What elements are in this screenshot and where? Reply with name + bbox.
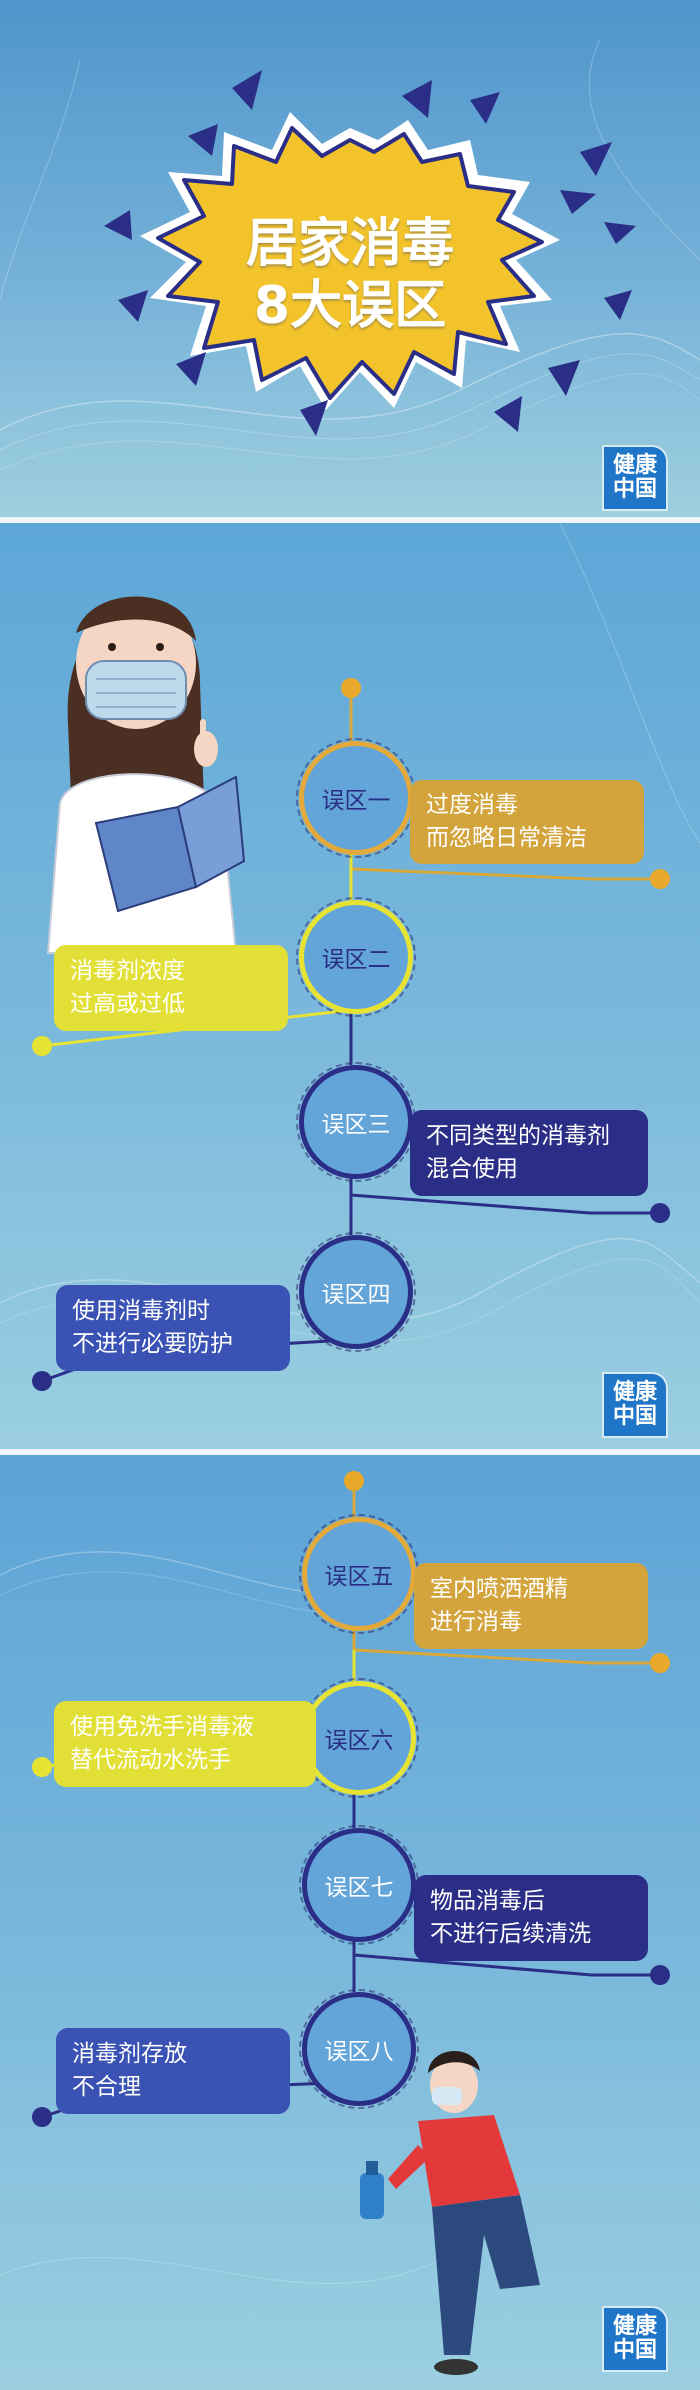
myth-3-text-line2: 混合使用 bbox=[426, 1156, 518, 1182]
nurse-illustration bbox=[46, 596, 246, 954]
myth-2-card: 消毒剂浓度 过高或过低 bbox=[54, 945, 288, 1031]
myth-4-card: 使用消毒剂时 不进行必要防护 bbox=[56, 1285, 290, 1371]
myth-8-text-line1: 消毒剂存放 bbox=[72, 2041, 187, 2067]
brand-logo-line1: 健康 bbox=[612, 1380, 657, 1405]
brand-logo: 健康 中国 bbox=[604, 447, 666, 509]
myth-2-node: 误区二 bbox=[296, 897, 416, 1017]
myth-1-text-line1: 过度消毒 bbox=[426, 792, 518, 818]
brand-logo-line2: 中国 bbox=[612, 2338, 657, 2363]
myth-6-text-line1: 使用免洗手消毒液 bbox=[70, 1714, 254, 1740]
myth-2-text-line2: 过高或过低 bbox=[70, 991, 185, 1017]
myth-1-node: 误区一 bbox=[296, 738, 416, 858]
myth-7-node: 误区七 bbox=[299, 1825, 419, 1945]
timeline-2-graphics bbox=[0, 1471, 670, 2375]
myth-5-text-line2: 进行消毒 bbox=[430, 1609, 522, 1635]
myth-7-text-line2: 不进行后续清洗 bbox=[430, 1921, 591, 1947]
timeline-1-graphics bbox=[0, 523, 700, 1391]
brand-logo-line1: 健康 bbox=[612, 453, 657, 478]
myth-3-card: 不同类型的消毒剂 混合使用 bbox=[410, 1110, 648, 1196]
myth-8-card: 消毒剂存放 不合理 bbox=[56, 2028, 290, 2114]
myth-2-label: 误区二 bbox=[321, 947, 391, 973]
myth-6-text-line2: 替代流动水洗手 bbox=[70, 1747, 231, 1773]
myth-5-card: 室内喷洒酒精 进行消毒 bbox=[414, 1563, 648, 1649]
brand-logo-line1: 健康 bbox=[612, 2314, 657, 2339]
myth-6-label: 误区六 bbox=[324, 1728, 394, 1754]
banner-panel: 居家消毒 8大误区 健康 中国 bbox=[0, 0, 700, 523]
myth-5-label: 误区五 bbox=[324, 1564, 394, 1590]
myth-1-text-line2: 而忽略日常清洁 bbox=[426, 825, 587, 851]
myth-8-label: 误区八 bbox=[324, 2039, 394, 2065]
panel-separator bbox=[0, 517, 700, 523]
banner-title-line2: 8大误区 bbox=[253, 276, 447, 336]
myth-4-node: 误区四 bbox=[296, 1232, 416, 1352]
myths-panel-1: 误区一 误区二 误区三 误区四 过度消毒 而忽略日常清洁 消毒剂浓度 过高或过低… bbox=[0, 523, 700, 1455]
myth-5-node: 误区五 bbox=[299, 1514, 419, 1634]
myth-8-node: 误区八 bbox=[299, 1989, 419, 2109]
myth-4-text-line2: 不进行必要防护 bbox=[72, 1331, 233, 1357]
myth-3-label: 误区三 bbox=[321, 1112, 391, 1138]
myth-1-label: 误区一 bbox=[321, 788, 391, 814]
brand-logo-line2: 中国 bbox=[612, 477, 657, 502]
myth-4-label: 误区四 bbox=[321, 1282, 391, 1308]
myth-6-card: 使用免洗手消毒液 替代流动水洗手 bbox=[54, 1701, 316, 1787]
brand-logo: 健康 中国 bbox=[604, 1374, 666, 1436]
person-illustration bbox=[360, 2050, 540, 2375]
banner-decoration bbox=[0, 39, 700, 471]
myths-panel-2: 误区五 误区六 误区七 误区八 室内喷洒酒精 进行消毒 使用免洗手消毒液 替代流… bbox=[0, 1455, 700, 2390]
brand-logo-line2: 中国 bbox=[612, 1404, 657, 1429]
myth-8-text-line2: 不合理 bbox=[72, 2074, 141, 2100]
myth-7-label: 误区七 bbox=[324, 1875, 394, 1901]
myth-5-text-line1: 室内喷洒酒精 bbox=[430, 1576, 568, 1602]
myth-1-card: 过度消毒 而忽略日常清洁 bbox=[410, 780, 644, 864]
myth-7-text-line1: 物品消毒后 bbox=[430, 1888, 545, 1914]
myth-7-card: 物品消毒后 不进行后续清洗 bbox=[414, 1875, 648, 1961]
myth-3-node: 误区三 bbox=[296, 1062, 416, 1182]
panel-separator bbox=[0, 1449, 700, 1455]
burst-shards bbox=[104, 70, 636, 436]
banner-title-line1: 居家消毒 bbox=[245, 214, 454, 274]
myth-4-text-line1: 使用消毒剂时 bbox=[72, 1298, 210, 1324]
myth-2-text-line1: 消毒剂浓度 bbox=[70, 958, 185, 984]
myth-3-text-line1: 不同类型的消毒剂 bbox=[426, 1123, 610, 1149]
brand-logo: 健康 中国 bbox=[604, 2308, 666, 2370]
myth-6-node: 误区六 bbox=[299, 1678, 419, 1798]
